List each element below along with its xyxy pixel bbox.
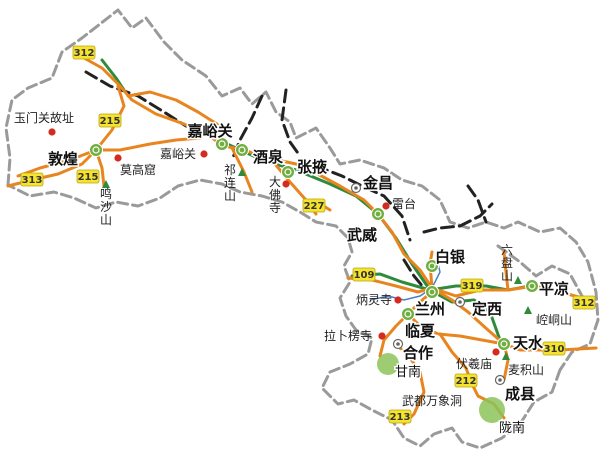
city-label-pingliang: 平凉 <box>539 280 569 298</box>
city-marker-icon <box>371 207 385 221</box>
attraction-label-dafosi: 大佛寺 <box>269 175 281 215</box>
road-shield-label: 109 <box>354 270 375 281</box>
city-label-baiyin: 白银 <box>435 248 466 266</box>
city-marker-icon <box>215 137 229 151</box>
mountain-icon <box>102 180 110 188</box>
attraction-label-binglingsi: 炳灵寺 <box>356 293 392 307</box>
road-shield-bg <box>76 169 100 184</box>
road-shield-bg <box>454 373 478 388</box>
attraction-label-kongtongshan: 崆峒山 <box>536 312 572 327</box>
green-areas <box>377 353 505 423</box>
road-shield-bg <box>352 267 376 282</box>
city-marker-icon <box>235 143 249 157</box>
attraction-markers <box>48 128 532 360</box>
road-shield-bg <box>460 278 484 293</box>
city-label-hezuo: 合作 <box>402 344 433 362</box>
attraction-dot-icon <box>48 128 56 136</box>
attraction-dot-icon <box>114 154 122 162</box>
road-shield-label: 312 <box>574 298 595 309</box>
road-shield-bg <box>98 113 122 128</box>
road-shield-label: 215 <box>100 116 121 127</box>
road-shield-r312-east: 312 <box>572 295 596 310</box>
attraction-dot-icon <box>378 332 386 340</box>
road-shield-label: 215 <box>78 172 99 183</box>
attraction-dot-icon <box>200 150 208 158</box>
road-shield-bg <box>302 198 326 213</box>
city-label-wuwei: 武威 <box>347 226 377 244</box>
road-shield-r213: 213 <box>388 409 412 424</box>
mountain-icon <box>524 306 532 314</box>
road-shield-label: 213 <box>390 412 411 423</box>
road-shield-r312-west: 312 <box>72 45 96 60</box>
attraction-label-mingshashan: 鸣沙山 <box>100 186 112 227</box>
road-shield-r109: 109 <box>352 267 376 282</box>
road-shield-r212: 212 <box>454 373 478 388</box>
mountain-icon <box>514 276 522 284</box>
attraction-dot-icon <box>492 348 500 356</box>
city-label-chengxian: 成县 <box>505 385 535 403</box>
city-marker-icon <box>281 165 295 179</box>
attraction-dot-icon <box>382 202 390 210</box>
road-shield-r227: 227 <box>302 198 326 213</box>
road-shield-r215-south: 215 <box>76 169 100 184</box>
city-label-dingxi: 定西 <box>472 300 502 318</box>
city-label-jinchang: 金昌 <box>362 174 393 192</box>
attraction-label-maijishan: 麦积山 <box>508 363 544 377</box>
road-shield-r313: 313 <box>20 172 44 187</box>
road-shield-label: 319 <box>462 281 483 292</box>
city-label-dunhuang: 敦煌 <box>48 150 78 168</box>
road-shield-label: 212 <box>456 376 477 387</box>
mountain-icon <box>502 352 510 360</box>
road-shield-r310: 310 <box>542 341 566 356</box>
city-marker-icon <box>425 285 439 299</box>
city-marker-icon <box>425 259 439 273</box>
road-shield-r319: 319 <box>460 278 484 293</box>
attraction-dot-icon <box>282 180 290 188</box>
attraction-label-leitai: 雷台 <box>392 196 416 211</box>
road-shields: 312 215 215 313 227 109 319 312 310 212 213 <box>20 45 596 424</box>
city-label-gannan: 甘南 <box>395 364 421 380</box>
road-shield-label: 313 <box>22 175 43 186</box>
attraction-label-mogaoku: 莫高窟 <box>120 162 156 177</box>
road-shield-r215-north: 215 <box>98 113 122 128</box>
attraction-dot-icon <box>394 296 402 304</box>
city-marker-icon <box>497 337 511 351</box>
road-shield-label: 310 <box>544 344 565 355</box>
attraction-label-yumenguan: 玉门关故址 <box>14 110 74 125</box>
yellow-river <box>369 255 441 301</box>
road-shield-bg <box>572 295 596 310</box>
city-label-linxia: 临夏 <box>405 322 436 340</box>
map-labels: 玉门关故址莫高窟鸣沙山 嘉峪关祁连山 大佛寺雷台六盘山崆峒山 炳灵寺拉卜楞寺伏羲庙 麦积… <box>14 110 572 438</box>
attraction-label-liupanshan: 六盘山 <box>501 243 513 283</box>
road-shield-bg <box>542 341 566 356</box>
attraction-label-wudu-cave: 武都万象洞 <box>402 394 462 408</box>
road-shield-bg <box>388 409 412 424</box>
city-markers <box>89 137 539 386</box>
province-boundary <box>4 8 600 450</box>
city-marker-icon <box>525 279 539 293</box>
city-label-tianshui: 天水 <box>513 334 544 352</box>
city-label-zhangye: 张掖 <box>297 158 328 176</box>
road-shield-label: 312 <box>74 48 95 59</box>
city-label-jiayuguan: 嘉峪关 <box>186 122 232 140</box>
attraction-label-qilianshan: 祁连山 <box>224 162 236 203</box>
road-shield-bg <box>72 45 96 60</box>
city-label-lanzhou: 兰州 <box>415 300 445 318</box>
attraction-label-fuximiao: 伏羲庙 <box>456 357 492 371</box>
city-label-longnan: 陇南 <box>499 420 525 436</box>
city-marker-icon <box>401 307 415 321</box>
city-marker-icon <box>89 143 103 157</box>
city-label-jiuquan: 酒泉 <box>253 148 284 166</box>
road-shield-bg <box>20 172 44 187</box>
attraction-label-labulengsi: 拉卜楞寺 <box>324 328 372 343</box>
mountain-icon <box>238 168 246 176</box>
attraction-label-jiayuguan-pass: 嘉峪关 <box>160 147 196 161</box>
road-shield-label: 227 <box>304 201 325 212</box>
